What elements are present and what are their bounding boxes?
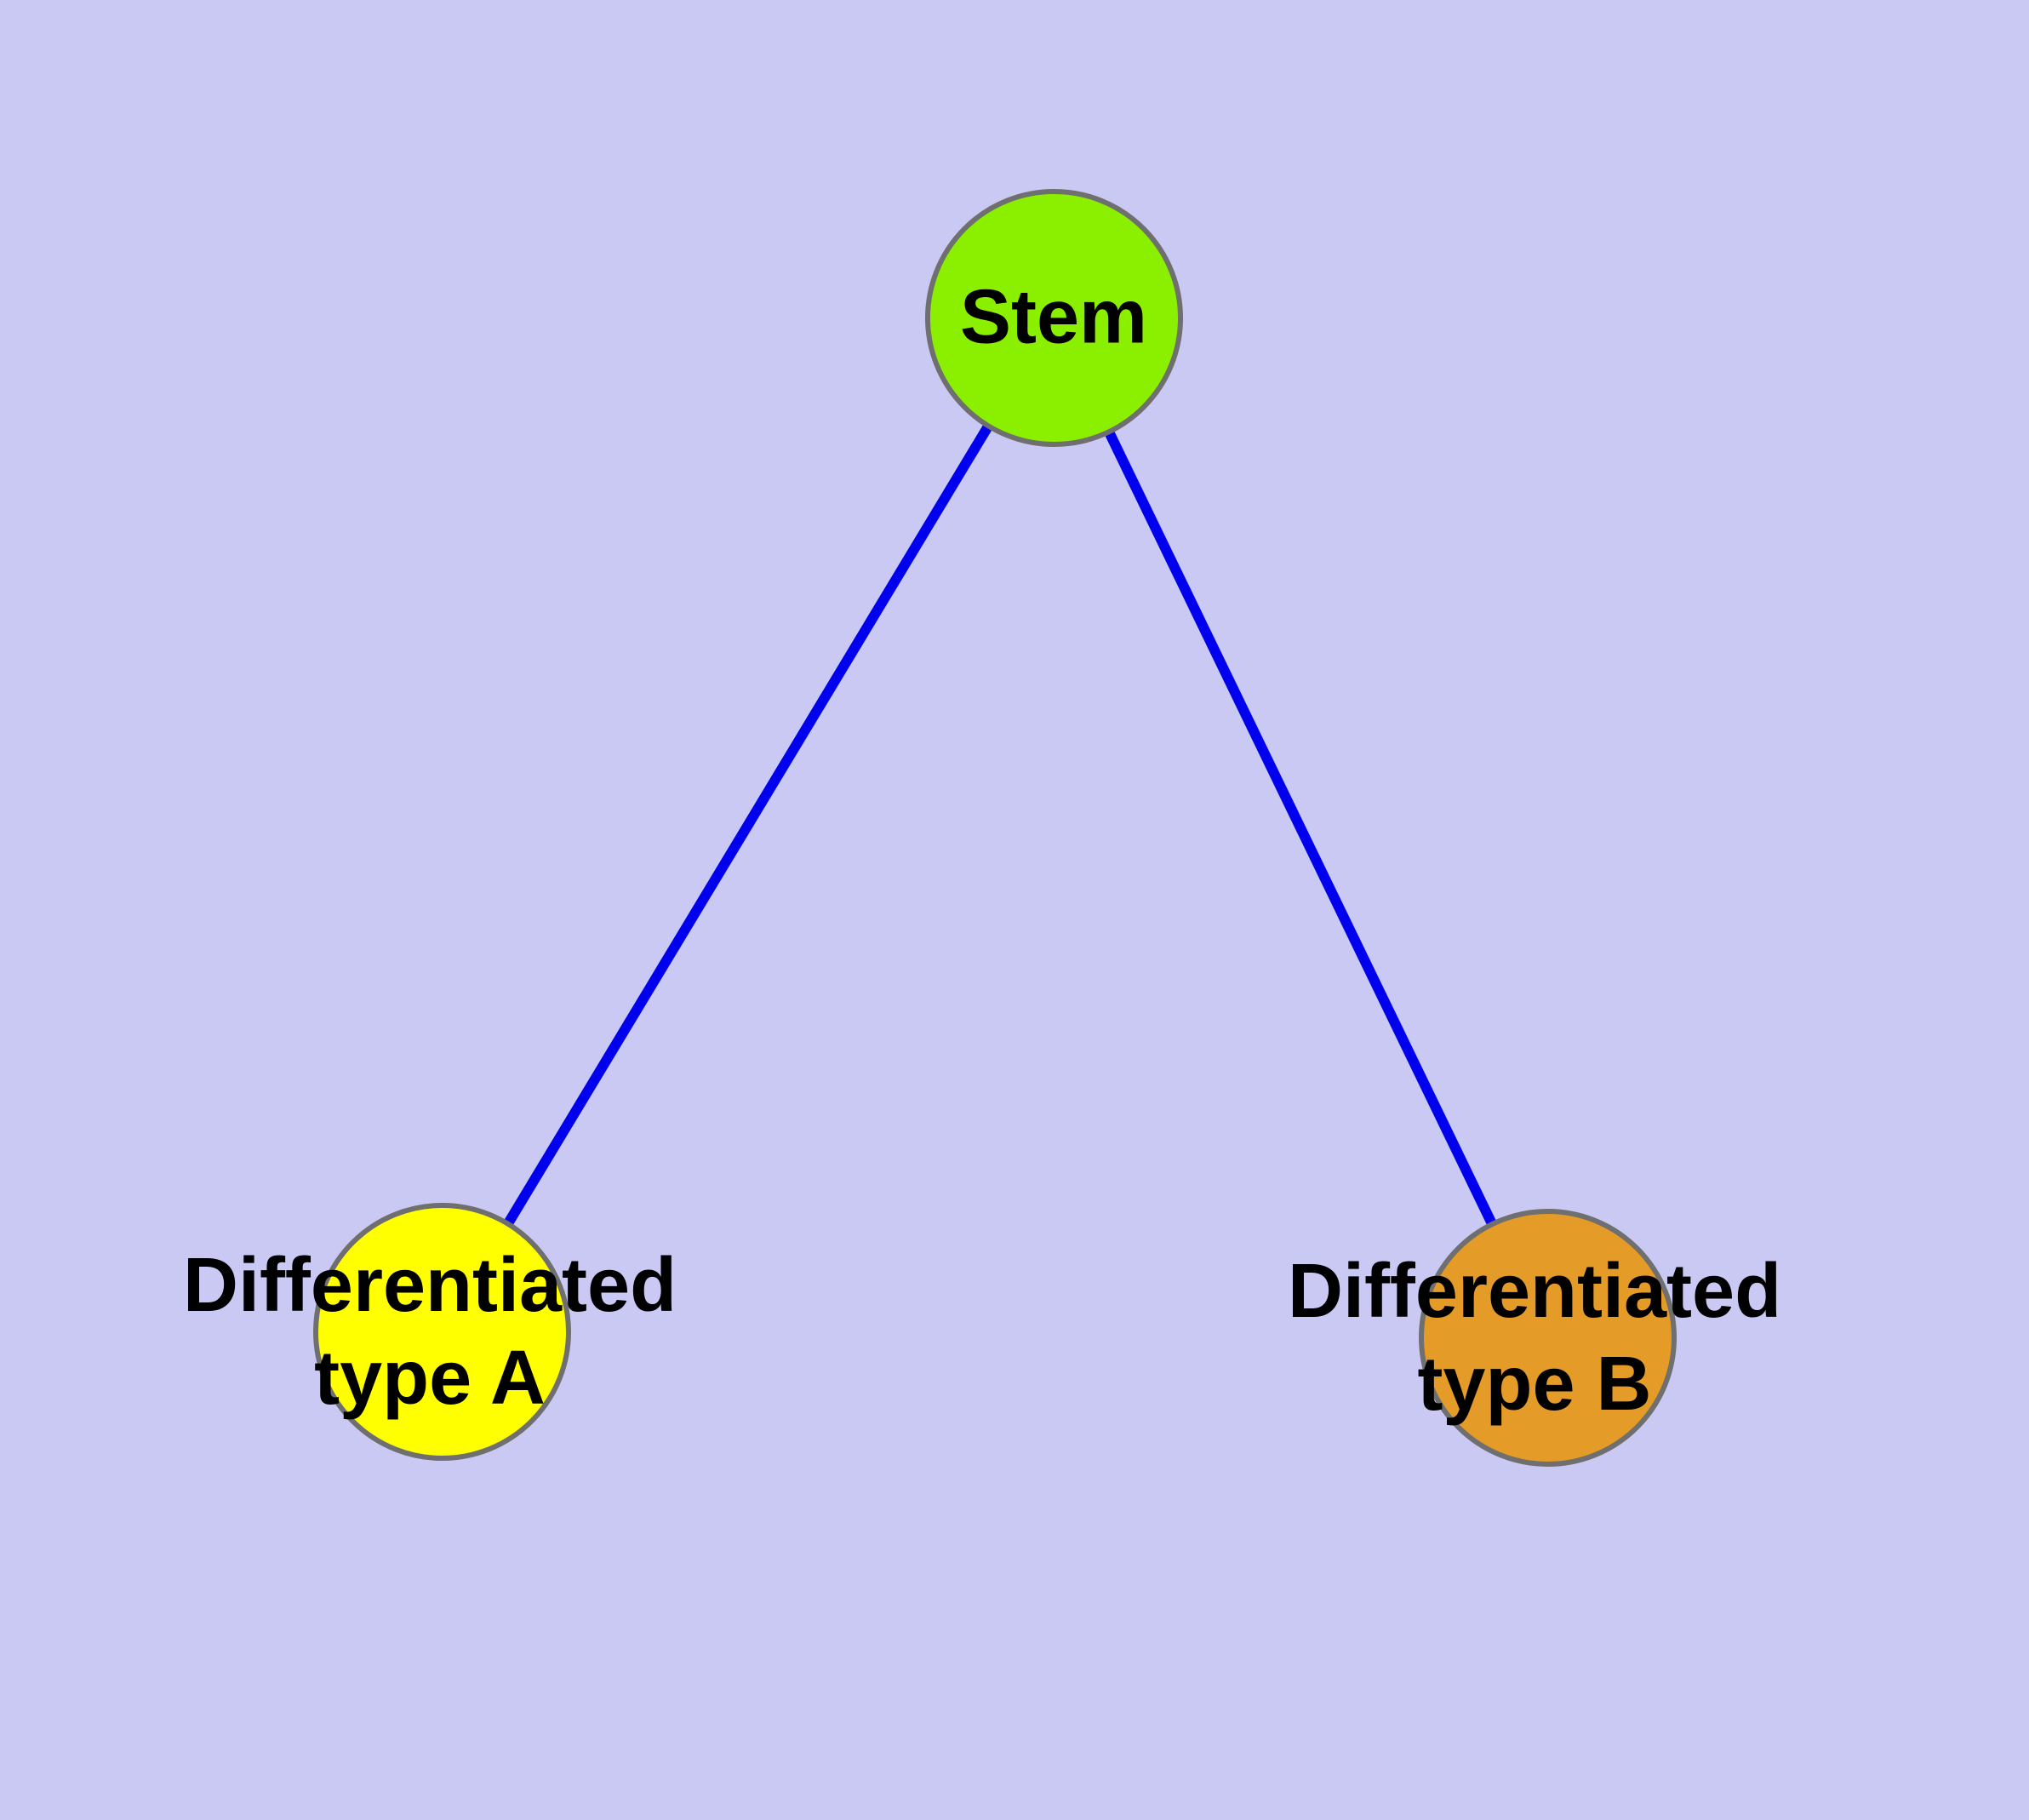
- node-stem[interactable]: [925, 189, 1183, 447]
- edge-stem-to-type-b[interactable]: [1049, 315, 1552, 1341]
- node-differentiated-type-b[interactable]: [1419, 1209, 1677, 1467]
- edge-stem-to-type-a[interactable]: [437, 314, 1059, 1336]
- node-differentiated-type-a[interactable]: [313, 1203, 571, 1461]
